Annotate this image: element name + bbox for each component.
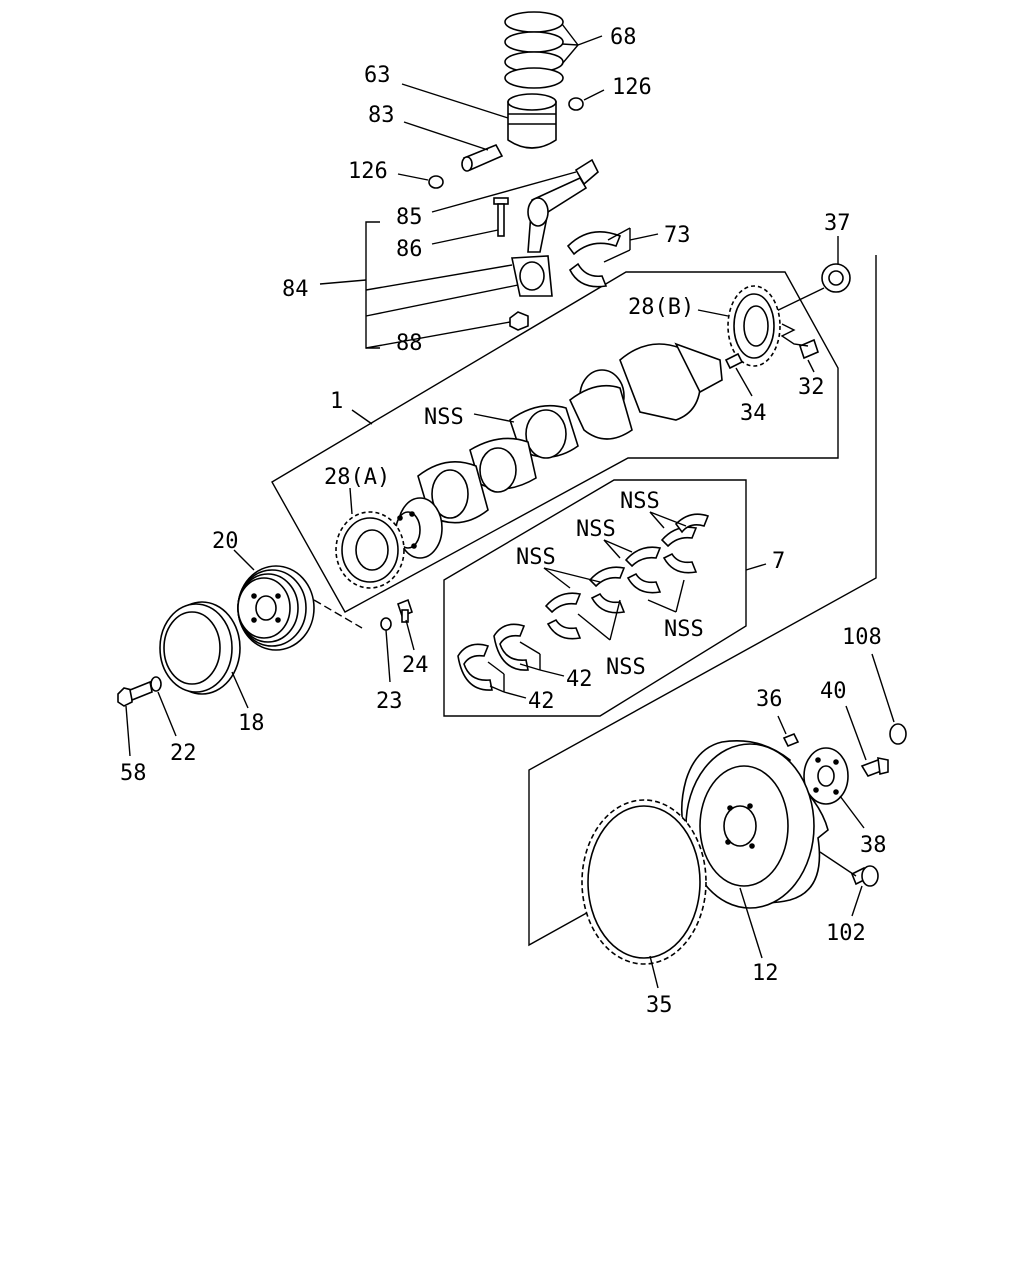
ring-gear-icon — [581, 799, 707, 965]
label-102: 102 — [826, 921, 866, 946]
washer-icon — [380, 617, 392, 631]
label-23: 23 — [376, 689, 403, 714]
label-12: 12 — [752, 961, 779, 986]
label-73: 73 — [664, 223, 691, 248]
snap-ring-icon — [428, 175, 444, 189]
rod-bolt-icon — [493, 197, 509, 237]
label-126: 126 — [612, 75, 652, 100]
dowel-pin-icon — [724, 352, 744, 370]
leader-84-a — [365, 264, 513, 291]
label-nss: NSS — [516, 545, 556, 570]
timing-gear-b-icon — [727, 285, 781, 367]
retaining-ring-icon — [889, 723, 907, 745]
main-bearing-icon — [544, 513, 710, 640]
label-85: 85 — [396, 205, 423, 230]
thrust-washer-icon — [457, 623, 529, 691]
flywheel-plate-icon — [803, 747, 849, 805]
pulley-washer-icon — [150, 676, 162, 692]
label-34: 34 — [740, 401, 767, 426]
bracket-84 — [365, 221, 380, 349]
label-35: 35 — [646, 993, 673, 1018]
flywheel-mount-bolt-icon — [850, 865, 879, 887]
label-nss: NSS — [606, 655, 646, 680]
crankshaft-group-outline — [271, 271, 839, 613]
snap-ring-icon — [568, 97, 584, 111]
label-40: 40 — [820, 679, 847, 704]
label-126: 126 — [348, 159, 388, 184]
piston-rings-icon — [504, 11, 564, 89]
label-38: 38 — [860, 833, 887, 858]
flywheel-group-outline — [528, 255, 877, 947]
label-nss: NSS — [620, 489, 660, 514]
label-24: 24 — [402, 653, 429, 678]
label-28b: 28(B) — [628, 295, 694, 320]
timing-gear-a-icon — [335, 511, 405, 589]
label-63: 63 — [364, 63, 391, 88]
label-22: 22 — [170, 741, 197, 766]
label-84: 84 — [282, 277, 309, 302]
label-68: 68 — [610, 25, 637, 50]
rod-bearing-icon — [566, 230, 622, 288]
label-83: 83 — [368, 103, 395, 128]
label-42: 42 — [566, 667, 593, 692]
label-58: 58 — [120, 761, 147, 786]
label-20: 20 — [212, 529, 239, 554]
label-nss: NSS — [576, 517, 616, 542]
bolt-icon — [397, 598, 413, 623]
flywheel-icon — [680, 740, 829, 909]
leader-84-b — [365, 284, 519, 317]
bearing-group-outline — [443, 479, 747, 717]
flywheel-dowel-icon — [782, 732, 800, 748]
label-42: 42 — [528, 689, 555, 714]
label-108: 108 — [842, 625, 882, 650]
key-icon — [799, 338, 819, 360]
label-36: 36 — [756, 687, 783, 712]
flywheel-bolt-icon — [860, 756, 889, 777]
label-18: 18 — [238, 711, 265, 736]
crank-pulley-icon — [159, 601, 241, 695]
label-1: 1 — [330, 389, 343, 414]
oil-seal-icon — [821, 263, 851, 293]
damper-pulley-icon — [237, 565, 315, 651]
label-37: 37 — [824, 211, 851, 236]
connecting-rod-icon — [511, 158, 599, 297]
label-32: 32 — [798, 375, 825, 400]
label-28a: 28(A) — [324, 465, 390, 490]
label-7: 7 — [772, 549, 785, 574]
label-nss: NSS — [664, 617, 704, 642]
label-88: 88 — [396, 331, 423, 356]
crankshaft-icon — [395, 342, 723, 559]
piston-pin-icon — [461, 143, 504, 172]
label-nss: NSS — [424, 405, 464, 430]
rod-nut-icon — [509, 311, 529, 331]
piston-icon — [507, 93, 557, 149]
pulley-bolt-icon — [117, 680, 153, 707]
label-86: 86 — [396, 237, 423, 262]
leader-84 — [319, 279, 367, 285]
